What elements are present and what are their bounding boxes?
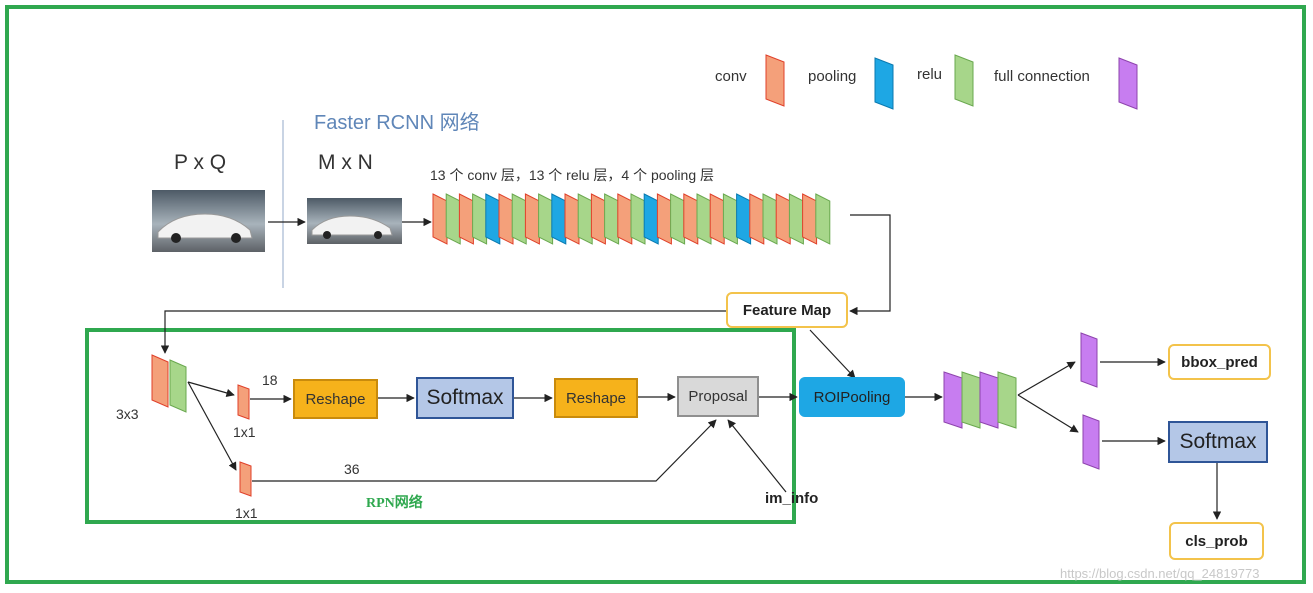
- rpn-1x1-top-label: 1x1: [233, 424, 256, 440]
- legend-swatches: [765, 54, 1138, 110]
- rpn-network-label: RPN网络: [366, 496, 423, 511]
- legend-full-connection-swatch: [1118, 57, 1138, 110]
- softmax-output-box: Softmax: [1168, 421, 1268, 463]
- backbone-layer: [643, 193, 659, 245]
- softmax-box: Softmax: [416, 377, 514, 419]
- fc-layer-2: [979, 371, 999, 429]
- legend-conv-label: conv: [715, 68, 747, 85]
- rpn-relu-layer: [169, 359, 187, 413]
- rpn-frame: [85, 328, 796, 524]
- backbone-layer: [590, 193, 606, 245]
- watermark-text: https://blog.csdn.net/qq_24819773: [1060, 566, 1260, 581]
- roi-pooling-box: ROIPooling: [799, 377, 905, 417]
- diagram-title: Faster RCNN 网络: [314, 112, 480, 134]
- backbone-layer: [683, 193, 699, 245]
- outer-frame: [5, 5, 1306, 584]
- bbox-fc-layer: [1080, 332, 1098, 388]
- rpn-conv1x1-top-layer: [237, 384, 250, 420]
- backbone-layer: [577, 193, 593, 245]
- legend-conv-swatch: [765, 54, 785, 107]
- reshape-box-2: Reshape: [554, 378, 638, 418]
- backbone-layer: [775, 193, 791, 245]
- rpn-1x1-bottom-label: 1x1: [235, 505, 258, 521]
- backbone-layer: [788, 193, 804, 245]
- backbone-layer: [815, 193, 831, 245]
- backbone-layer: [617, 193, 633, 245]
- arrow-backbone-to-feature-map: [849, 214, 891, 316]
- arrow-1x1-bottom-to-proposal: [252, 419, 717, 482]
- relu-layer-1: [961, 371, 981, 429]
- rpn-conv1x1-bottom-layer: [239, 461, 252, 497]
- proposal-box: Proposal: [677, 376, 759, 417]
- backbone-layer: [524, 193, 540, 245]
- arrow-fc-to-cls-branch: [1017, 394, 1079, 433]
- backbone-layer: [630, 193, 646, 245]
- arrow-3x3-to-1x1-top: [187, 381, 235, 397]
- arrow-feature-map-to-rpn: [160, 310, 726, 354]
- rpn-and-head-layers: [151, 332, 1100, 497]
- rpn-channels-top: 18: [262, 372, 278, 388]
- backbone-layer: [472, 193, 488, 245]
- legend-relu-label: relu: [917, 66, 943, 83]
- backbone-layer: [709, 193, 725, 245]
- legend-pooling-swatch: [874, 57, 894, 110]
- backbone-layer: [485, 193, 501, 245]
- backbone-layer: [670, 193, 686, 245]
- backbone-layer: [538, 193, 554, 245]
- relu-layer-2: [997, 371, 1017, 429]
- resized-car-image: [307, 198, 402, 244]
- resized-size-label: M x N: [318, 151, 373, 174]
- backbone-layer: [736, 193, 752, 245]
- backbone-layer: [511, 193, 527, 245]
- cls-fc-layer: [1082, 414, 1100, 470]
- backbone-layer: [564, 193, 580, 245]
- legend-relu-swatch: [954, 54, 974, 107]
- cls-prob-box: cls_prob: [1169, 522, 1264, 560]
- backbone-layer: [498, 193, 514, 245]
- rpn-conv3x3-layer: [151, 354, 169, 408]
- im-info-label: im_info: [765, 490, 819, 507]
- backbone-layer: [432, 193, 448, 245]
- rpn-channels-bottom: 36: [344, 461, 360, 477]
- rpn-3x3-label: 3x3: [116, 406, 139, 422]
- backbone-layer: [656, 193, 672, 245]
- arrow-3x3-to-1x1-bottom: [187, 381, 237, 471]
- backbone-layer: [749, 193, 765, 245]
- input-car-image: [152, 190, 265, 252]
- backbone-layer: [458, 193, 474, 245]
- backbone-layer: [762, 193, 778, 245]
- legend-full-connection-label: full connection: [994, 68, 1090, 85]
- backbone-layer: [802, 193, 818, 245]
- bbox-pred-box: bbox_pred: [1168, 344, 1271, 380]
- reshape-box-1: Reshape: [293, 379, 378, 419]
- legend-pooling-label: pooling: [808, 68, 857, 85]
- backbone-layers: [432, 193, 831, 245]
- backbone-layer: [551, 193, 567, 245]
- connections: [160, 214, 1222, 520]
- arrow-feature-map-to-roipooling: [809, 329, 856, 379]
- backbone-layer: [445, 193, 461, 245]
- arrow-im-info-to-proposal: [727, 419, 787, 493]
- backbone-layer: [604, 193, 620, 245]
- backbone-layer: [696, 193, 712, 245]
- backbone-layer: [722, 193, 738, 245]
- input-size-label: P x Q: [174, 151, 227, 174]
- backbone-label: 13 个 conv 层，13 个 relu 层，4 个 pooling 层: [430, 167, 715, 183]
- feature-map-box: Feature Map: [726, 292, 848, 328]
- fc-layer-1: [943, 371, 963, 429]
- arrow-fc-to-bbox-branch: [1017, 361, 1076, 396]
